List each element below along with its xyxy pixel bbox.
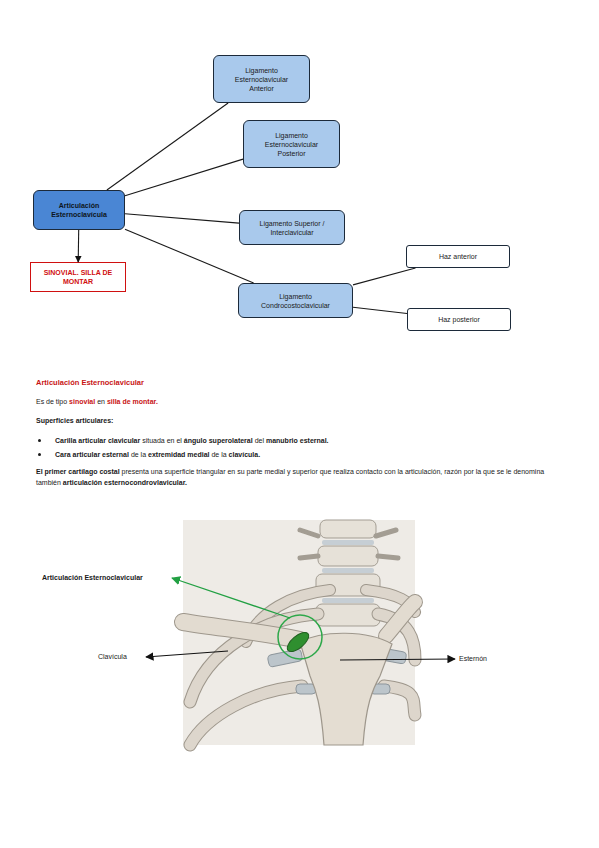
illustration-part (300, 530, 398, 558)
figure-label: Clavícula (98, 651, 158, 662)
illustration-part (378, 614, 415, 660)
node-text: Ligamento Esternoclavicular Posterior (260, 131, 323, 158)
text-run: Cara articular esternal (55, 451, 129, 458)
bullet-dot (38, 439, 41, 442)
text-run: Superficies articulares: (36, 417, 113, 424)
illustration-part (190, 686, 302, 745)
illustration-part (246, 590, 330, 642)
illustration-part (366, 590, 415, 612)
connector-line (125, 214, 239, 223)
node-text: Haz anterior (439, 252, 477, 261)
node-text: Ligamento Superior / Interclavicular (256, 219, 328, 237)
illustration-part (246, 590, 330, 642)
illustration-part (322, 598, 374, 603)
costal-cartilages (267, 648, 407, 694)
joint-circle (278, 615, 322, 659)
illustration-part (322, 568, 374, 573)
connector-line (125, 229, 254, 283)
illustration-part (190, 686, 302, 745)
illustration-part (370, 684, 390, 694)
text-run: del (255, 437, 264, 444)
leader-arrow (340, 659, 455, 660)
illustration-part (316, 574, 380, 596)
illustration-part (378, 614, 415, 660)
text-run: situada en el (142, 437, 182, 444)
ribs (190, 590, 415, 745)
text-run: en (97, 398, 105, 405)
leader-arrow (172, 578, 290, 618)
text-run: Carilla articular clavicular (55, 437, 140, 444)
ligament-box: Ligamento Esternoclavicular Posterior (243, 120, 340, 168)
text-run: manubrio esternal. (266, 437, 329, 444)
connector-line (353, 268, 416, 285)
text-run: clavícula. (229, 451, 261, 458)
figure-label: Esternón (459, 653, 519, 664)
text-run: El primer cartílago costal (36, 468, 120, 475)
bundle-box: Haz posterior (407, 308, 511, 331)
section-heading: Articulación Esternoclavicular (36, 377, 556, 388)
text-run: Clavícula (98, 653, 127, 660)
illustration-part (384, 686, 415, 715)
bullet-text: Cara articular esternalde laextremidad m… (55, 449, 555, 460)
text-run: silla de montar. (107, 398, 158, 405)
illustration-part (190, 614, 318, 702)
vertebral-column (300, 520, 398, 626)
illustration-part (384, 686, 415, 715)
illustration-part (296, 684, 316, 694)
illustration-part (267, 649, 303, 668)
node-text: Ligamento Condrocostoclavicular (255, 292, 336, 310)
text-run: Articulación Esternoclavicular (42, 574, 143, 581)
text-run: de la (211, 451, 226, 458)
illustration-part (322, 540, 374, 545)
clavicles (183, 602, 415, 640)
text-run: de la (131, 451, 146, 458)
body-text: Es de tiposinovialensilla de montar. (36, 396, 556, 407)
connector-line (125, 159, 243, 196)
node-text: SINOVIAL. SILLA DE MONTAR (41, 268, 115, 286)
text-run: extremidad medial (148, 451, 209, 458)
illustration-part (183, 622, 300, 640)
illustration-part (320, 520, 376, 538)
node-text: Ligamento Esternoclavicular Anterior (230, 66, 293, 93)
body-text: El primer cartílago costalpresenta una s… (36, 466, 562, 488)
bundle-box: Haz anterior (406, 245, 510, 268)
text-run: Esternón (459, 655, 487, 662)
illustration-part (318, 546, 378, 566)
leader-arrow (146, 651, 228, 657)
text-run: articulación esternocondrovlavicular. (63, 479, 187, 486)
subheading: Superficies articulares: (36, 415, 556, 426)
text-run: sinovial (69, 398, 95, 405)
ligament-box: Ligamento Condrocostoclavicular (238, 283, 353, 318)
illustration-part (379, 648, 407, 664)
illustration-part (183, 622, 300, 640)
text-run: Articulación Esternoclavicular (36, 378, 144, 387)
illustration-part (386, 602, 415, 636)
connector-line (107, 103, 228, 190)
bullet-dot (38, 453, 41, 456)
bullet-text: Carilla articular clavicularsituada en e… (55, 435, 555, 446)
sternum (300, 633, 392, 745)
illustration-part (366, 590, 415, 612)
illustration-part (190, 614, 318, 702)
node-text: Articulación Esternoclavícula (42, 201, 116, 219)
text-run: ángulo superolateral (184, 437, 253, 444)
joint-highlight (284, 629, 312, 655)
connector-line (78, 230, 80, 262)
illustration-part (316, 604, 380, 626)
figure-label: Articulación Esternoclavicular (42, 572, 182, 583)
connector-line (353, 307, 407, 313)
ligament-box: Ligamento Superior / Interclavicular (239, 210, 345, 245)
main-topic-box: Articulación Esternoclavícula (33, 190, 125, 230)
joint-type-box: SINOVIAL. SILLA DE MONTAR (30, 262, 126, 292)
node-text: Haz posterior (438, 315, 480, 324)
text-run: Es de tipo (36, 398, 67, 405)
figure-background (183, 520, 415, 745)
ligament-box: Ligamento Esternoclavicular Anterior (213, 55, 310, 103)
illustration-part (386, 602, 415, 636)
